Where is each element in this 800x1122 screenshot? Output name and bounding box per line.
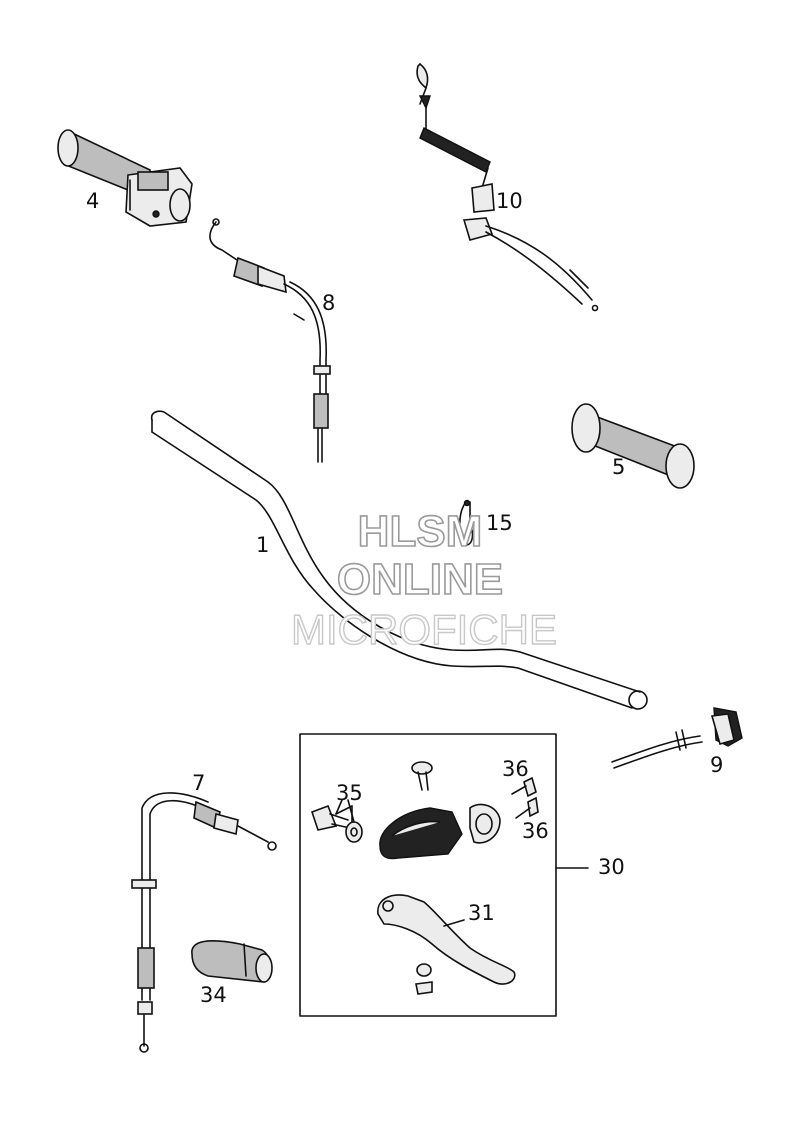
- part-34-boot: [191, 940, 273, 983]
- part-8-cable: [209, 218, 331, 463]
- part-7-clutch-cable: [131, 792, 277, 1053]
- leader-35b: [347, 799, 355, 823]
- callout-4: 4: [86, 189, 99, 213]
- pivot-bolt: [411, 761, 433, 791]
- leader-35a: [335, 799, 343, 815]
- leader-8: [293, 313, 305, 321]
- watermark-line-3: MICROFICHE: [291, 606, 557, 653]
- callout-5: 5: [612, 455, 625, 479]
- callout-10: 10: [496, 189, 523, 213]
- callout-34: 34: [200, 983, 227, 1007]
- callout-36-upper: 36: [502, 757, 529, 781]
- watermark-line-1: HLSM: [358, 507, 483, 556]
- callout-31: 31: [468, 901, 495, 925]
- part-10-kill-switch: [416, 62, 599, 312]
- part-4-throttle-grip: [57, 129, 193, 227]
- part-15-clip: [458, 499, 474, 546]
- callout-7: 7: [192, 771, 205, 795]
- callout-15: 15: [486, 511, 513, 535]
- callout-8: 8: [322, 291, 335, 315]
- lever-bracket: [379, 803, 501, 860]
- callout-36-lower: 36: [522, 819, 549, 843]
- leader-31: [443, 919, 465, 927]
- watermark-line-2: ONLINE: [337, 555, 503, 604]
- part-30-clutch-assembly-box: [299, 733, 589, 1017]
- callout-9: 9: [710, 753, 723, 777]
- callout-30: 30: [598, 855, 625, 879]
- part-5-left-grip: [571, 403, 695, 489]
- watermark: HLSM ONLINE MICROFICHE: [290, 506, 557, 654]
- callout-35: 35: [336, 781, 363, 805]
- part-31-lever: [377, 894, 516, 995]
- part-1-handlebar: [150, 410, 648, 710]
- part-36-screws: [511, 776, 539, 819]
- callout-1: 1: [256, 533, 269, 557]
- part-9-switch: [611, 707, 743, 769]
